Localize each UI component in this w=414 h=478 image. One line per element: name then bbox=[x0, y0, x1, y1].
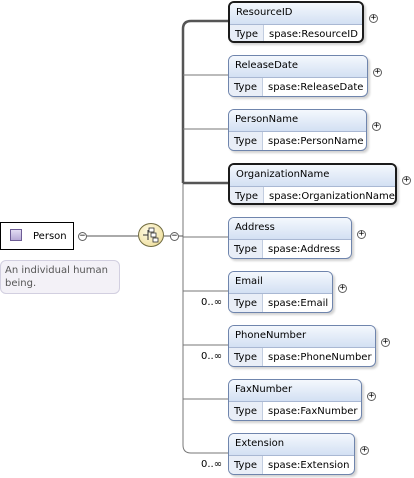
cardinality-label: 0..∞ bbox=[201, 459, 223, 470]
type-value: spase:Address bbox=[268, 244, 341, 255]
type-label: Type bbox=[229, 348, 263, 366]
element-name: Address bbox=[229, 218, 351, 240]
type-value: spase:Email bbox=[268, 298, 329, 309]
type-label: Type bbox=[229, 132, 263, 150]
element-type-row: Type spase:Address bbox=[229, 240, 351, 258]
element-type-row: Type spase:PhoneNumber bbox=[229, 348, 375, 366]
expand-toggle[interactable]: + bbox=[338, 283, 347, 293]
person-collapse-toggle[interactable]: − bbox=[78, 231, 87, 241]
type-value: spase:OrganizationName bbox=[269, 191, 395, 202]
type-label: Type bbox=[229, 456, 263, 474]
element-type-row: Type spase:PersonName bbox=[229, 132, 366, 150]
sequence-glyph bbox=[143, 227, 159, 243]
expand-toggle[interactable]: + bbox=[369, 13, 378, 23]
cardinality-label: 0..∞ bbox=[201, 297, 223, 308]
type-label: Type bbox=[229, 294, 263, 312]
complex-element-icon bbox=[10, 229, 22, 241]
element-type-row: Type spase:Email bbox=[229, 294, 332, 312]
type-value: spase:Extension bbox=[268, 460, 350, 471]
expand-toggle[interactable]: + bbox=[373, 67, 382, 77]
type-label: Type bbox=[230, 25, 264, 41]
element-name: ResourceID bbox=[230, 3, 362, 25]
cardinality-label: 0..∞ bbox=[201, 351, 223, 362]
type-label: Type bbox=[229, 402, 263, 420]
element-type-row: Type spase:ReleaseDate bbox=[229, 78, 367, 96]
expand-toggle[interactable]: + bbox=[381, 337, 390, 347]
element-type-row: Type spase:ResourceID bbox=[230, 25, 362, 41]
expand-toggle[interactable]: + bbox=[372, 121, 381, 131]
type-label: Type bbox=[230, 187, 264, 203]
sequence-collapse-toggle[interactable]: − bbox=[170, 231, 179, 241]
person-documentation: An individual human being. bbox=[0, 260, 120, 294]
type-label: Type bbox=[229, 78, 263, 96]
element-type-row: Type spase:Extension bbox=[229, 456, 354, 474]
type-value: spase:PhoneNumber bbox=[268, 352, 372, 363]
element-name: Extension bbox=[229, 434, 354, 456]
element-name: PhoneNumber bbox=[229, 326, 375, 348]
person-element-box[interactable]: Person bbox=[0, 222, 74, 250]
expand-toggle[interactable]: + bbox=[357, 229, 366, 239]
element-name: OrganizationName bbox=[230, 165, 395, 187]
sequence-trunk-optional bbox=[182, 183, 192, 454]
expand-toggle[interactable]: + bbox=[360, 445, 369, 455]
sequence-trunk-required bbox=[181, 19, 192, 183]
element-name: Email bbox=[229, 272, 332, 294]
sequence-compositor-icon[interactable] bbox=[138, 223, 164, 247]
type-label: Type bbox=[229, 240, 263, 258]
expand-toggle[interactable]: + bbox=[367, 391, 376, 401]
type-value: spase:ReleaseDate bbox=[268, 82, 364, 93]
expand-toggle[interactable]: + bbox=[402, 175, 411, 185]
type-value: spase:PersonName bbox=[268, 136, 364, 147]
element-type-row: Type spase:FaxNumber bbox=[229, 402, 361, 420]
element-type-row: Type spase:OrganizationName bbox=[230, 187, 395, 203]
type-value: spase:FaxNumber bbox=[268, 406, 358, 417]
element-name: PersonName bbox=[229, 110, 366, 132]
element-name: ReleaseDate bbox=[229, 56, 367, 78]
element-name: FaxNumber bbox=[229, 380, 361, 402]
person-element-label: Person bbox=[33, 231, 67, 242]
type-value: spase:ResourceID bbox=[269, 29, 358, 40]
